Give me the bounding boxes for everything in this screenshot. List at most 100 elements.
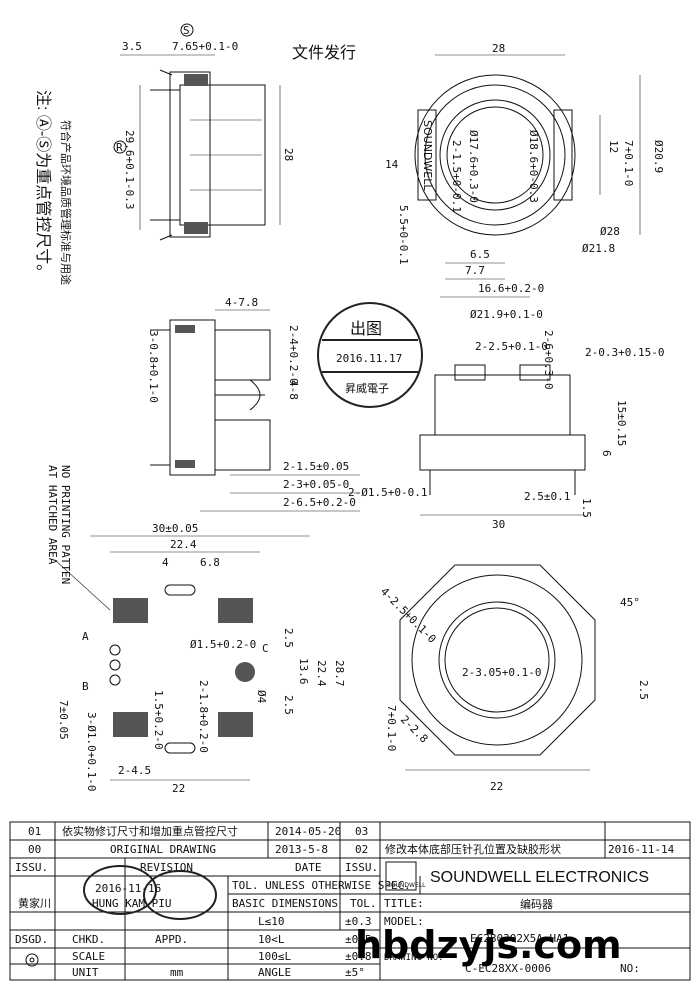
rev-00-no: 00 (28, 843, 41, 856)
company-name: SOUNDWELL ELECTRONICS (430, 869, 649, 886)
tol-label: TOL. (350, 897, 377, 910)
dim-o28: Ø28 (600, 225, 620, 238)
dim-7-01: 7+0.1-0 (385, 705, 398, 751)
dim-5.5: 5.5+0-0.1 (397, 205, 410, 265)
drawing-no-label: DRAWING NO: (384, 953, 444, 963)
tol-title: TOL. UNLESS OTHERWISE SPEC. (232, 879, 411, 892)
dim-16.6: 16.6+0.2-0 (478, 282, 544, 295)
dim-2-2.5: 2-2.5+0.1-0 (475, 340, 548, 353)
hdr-issu2: ISSU. (345, 861, 378, 874)
stamp-line3: 昇威電子 (345, 382, 389, 395)
rev-01-date: 2014-05-20 (275, 825, 341, 838)
dim-2.5-b: 2.5 (282, 695, 295, 715)
dim-7-005: 7±0.05 (57, 700, 70, 740)
dim-6.8: 6.8 (200, 556, 220, 569)
dim-7: 7+0.1-0 (622, 140, 635, 186)
drawing-no-value: C-EC28XX-0006 (465, 962, 551, 975)
scale-label: SCALE (72, 950, 105, 963)
tol-row1-val: ±0.3 (345, 915, 372, 928)
dim-28-top: 28 (492, 42, 505, 55)
dim-2-1.5: 2-1.5+0-0.1 (450, 140, 463, 213)
tol-row3-dim: 100≤L (258, 950, 291, 963)
pin-a-label: A (82, 630, 89, 643)
dim-22-right: 22 (490, 780, 503, 793)
svg-text:S: S (183, 24, 190, 37)
approver-stamp-1 (83, 865, 157, 915)
tol-row4-dim: ANGLE (258, 966, 291, 979)
unit-label: UNIT (72, 966, 99, 979)
dim-7.65: 7.65+0.1-0 (172, 40, 238, 53)
dim-1.5-02: 1.5+0.2-0 (152, 690, 165, 750)
logo-text: SOUNDWELL (387, 882, 426, 889)
dim-2-4: 2-4+0.2-0 (287, 325, 300, 385)
dim-4-top: 4 (162, 556, 169, 569)
dim-28: 28 (282, 148, 295, 161)
bottom-left-view: 30±0.05 22.4 4 6.8 NO PRINTING PATTEN AT… (46, 465, 346, 795)
dim-4-7.8: 4-7.8 (225, 296, 258, 309)
stamp-date: 2016.11.17 (336, 352, 402, 365)
hdr-issu: ISSU. (15, 861, 48, 874)
note-block: 注: Ⓐ-Ⓢ为重点管控尺寸。 符合产品环境品质管理标准与用途 (34, 90, 73, 285)
rev-00-date: 2013-5-8 (275, 843, 328, 856)
dim-2-2.8: 2-2.8 (398, 713, 431, 746)
dim-18.6: Ø18.6+0-0.3 (527, 130, 540, 203)
dim-22-left: 22 (172, 782, 185, 795)
dim-17.6: Ø17.6+0.3-0 (467, 130, 480, 203)
dsgd-label: DSGD. (15, 933, 48, 946)
dim-29.6: 29.6+0.1-0.3 (123, 130, 136, 209)
approver-stamp-name: HUNG KAM PIU (92, 897, 171, 910)
projection-icon (25, 953, 39, 967)
dim-3-0.8: 3-0.8+0.1-0 (147, 330, 160, 403)
soundwell-logo-icon (385, 861, 417, 891)
dim-2-3: 2-3+0.05-0 (283, 478, 349, 491)
dim-12: 12 (607, 140, 620, 153)
dim-3-o1.0: 3-Ø1.0+0.1-0 (85, 712, 98, 791)
dim-4-8: 4-8 (287, 380, 300, 400)
pin-c-label: C (262, 642, 269, 655)
brand-soundwell: SOUNDWELL (421, 120, 434, 191)
dim-2-o1.5: 2-Ø1.5+0-0.1 (348, 486, 427, 499)
dim-22.4-side: 22.4 (315, 660, 328, 687)
dim-o4: Ø4 (255, 690, 268, 704)
dim-30-005: 30±0.05 (152, 522, 198, 535)
dim-2-0.3: 2-0.3+0.15-0 (585, 346, 664, 359)
dim-1.5: 1.5 (580, 498, 593, 518)
mid-right-view: Ø21.9+0.1-0 2-2.5+0.1-0 2-6+0.3-0 2-0.3+… (348, 308, 664, 531)
dim-2.5-right: 2.5 (637, 680, 650, 700)
dim-o21.8: Ø21.8 (582, 242, 615, 255)
dim-13.6: 13.6 (297, 658, 310, 685)
no-label: NO: (620, 962, 640, 975)
svg-text:R: R (116, 141, 123, 154)
approver-stamp-date: 2016-11-16 (95, 882, 161, 895)
appd-label: APPD. (155, 933, 188, 946)
dim-22.4-top: 22.4 (170, 538, 197, 551)
top-right-view: 28 SOUNDWELL Ø17.6+0.3-0 Ø18.6+0-0.3 2-1… (385, 42, 665, 298)
note-title: 注: Ⓐ-Ⓢ为重点管控尺寸。 (34, 90, 52, 280)
unit-value: mm (170, 966, 184, 979)
hdr-date: DATE (295, 861, 322, 874)
title-block: 01 依实物修订尺寸和增加重点管控尺寸 2014-05-20 00 ORIGIN… (9, 821, 691, 981)
watermark: hbdzyjs.com (355, 923, 622, 967)
rev-01-desc: 依实物修订尺寸和增加重点管控尺寸 (62, 824, 238, 838)
dim-4-2.5: 4-2.5+0.1-0 (378, 585, 439, 646)
marker-s (180, 23, 194, 37)
tol-row3-val: ±0.8 (345, 950, 372, 963)
dim-2-3.05: 2-3.05+0.1-0 (462, 666, 541, 679)
dim-2-6: 2-6+0.3-0 (542, 330, 555, 390)
rev-03-no: 03 (355, 825, 368, 838)
release-stamp: 文件发行 (292, 44, 356, 62)
bottom-right-view: 4-2.5+0.1-0 45° 2-3.05+0.1-0 2.5 7+0.1-0… (378, 564, 650, 793)
chkd-label: CHKD. (72, 933, 105, 946)
model-label: MODEL: (384, 915, 424, 928)
rev-02-desc: 修改本体底部压针孔位置及缺胶形状 (385, 842, 561, 856)
release-date-stamp: 出图 2016.11.17 昇威電子 (317, 302, 423, 408)
dim-2-6.5: 2-6.5+0.2-0 (283, 496, 356, 509)
dim-28.7: 28.7 (333, 660, 346, 687)
dim-7.7: 7.7 (465, 264, 485, 277)
mid-left-view: 4-7.8 2-4+0.2-0 3-0.8+0.1-0 4-8 2-1.5±0.… (147, 296, 360, 512)
rev-00-desc: ORIGINAL DRAWING (110, 843, 216, 856)
rev-02-date: 2016-11-14 (608, 843, 675, 856)
rev-01-no: 01 (28, 825, 41, 838)
dim-14: 14 (385, 158, 399, 171)
tol-row2-val: ±0.5 (345, 933, 372, 946)
